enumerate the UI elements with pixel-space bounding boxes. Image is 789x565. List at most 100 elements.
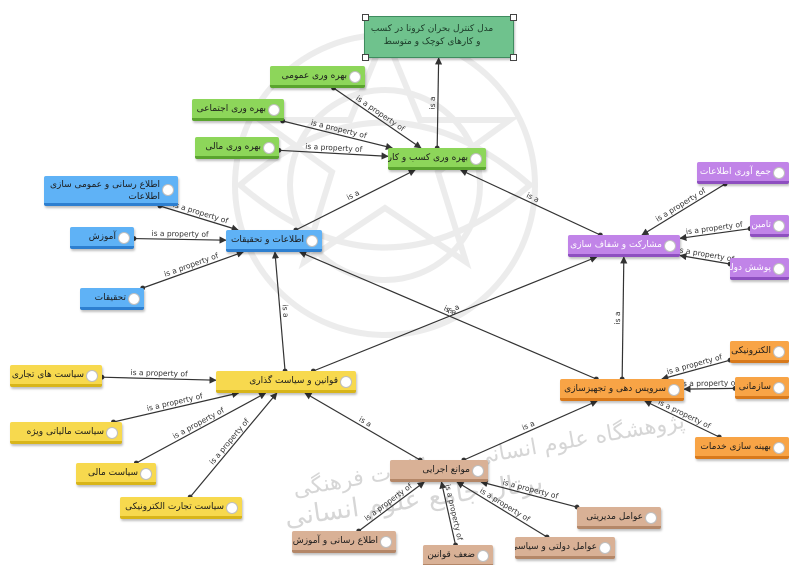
node-label: بهینه سازی خدمات [700,442,771,452]
node-business-productivity[interactable]: بهره وری کسب و کار [388,148,486,170]
edge-serv-info[interactable] [299,251,599,382]
node-fiscal-policy[interactable]: سیاست مالی [76,463,156,485]
resize-handle-icon[interactable] [510,54,517,61]
edge-bp3-bp[interactable] [276,147,389,160]
node-weak-laws[interactable]: ضعف قوانین [423,545,493,565]
node-label: اطلاعات و تحقیقات [230,235,304,245]
edge-pol1-policy[interactable] [99,374,217,384]
circle-icon [599,542,611,554]
edge-info1-info[interactable] [157,203,239,232]
circle-icon [340,376,352,388]
edge-serv1-serv[interactable] [661,357,733,381]
node-awareness-training[interactable]: اطلاع رسانی و آموزش [292,531,396,553]
resize-handle-icon[interactable] [362,14,369,21]
node-label: مشارکت و شفاف سازی [570,240,662,250]
circle-icon [645,512,657,524]
edge-part-bp[interactable] [459,169,603,238]
node-general-productivity[interactable]: بهره وری عمومی [270,66,365,88]
circle-icon [773,442,785,454]
node-label: موانع اجرایی [422,465,470,475]
node-government-political-factors[interactable]: عوامل دولتی و سیاسی [515,537,615,559]
edge-serv2-serv[interactable] [683,385,738,393]
node-special-tax-policy[interactable]: سیاست مالیاتی ویژه [10,422,122,444]
edge-label: is a property of [681,378,739,388]
circle-icon [664,240,676,252]
edge-part1-part[interactable] [641,181,728,236]
node-education[interactable]: آموزش [70,227,134,249]
node-implementation-obstacles[interactable]: موانع اجرایی [390,460,488,482]
node-label: اطلاع رسانی و عمومی سازی اطلاعات [49,180,160,202]
node-organizational[interactable]: سازمانی [735,377,789,399]
circle-icon [268,104,280,116]
node-financial-productivity[interactable]: بهره وری مالی [195,137,279,159]
node-social-productivity[interactable]: بهره وری اجتماعی [192,99,284,121]
edge-label: is a property of [363,481,414,523]
edge-policy-info[interactable] [271,251,288,374]
edge-label: is a [613,311,622,324]
node-service-equipping[interactable]: سرویس دهی و تجهیزسازی [560,379,684,401]
circle-icon [773,167,785,179]
circle-icon [128,293,140,305]
node-participation-transparency[interactable]: مشارکت و شفاف سازی [568,235,680,257]
edge-label: is a property of [151,229,209,239]
node-trade-policy[interactable]: سیاست های تجاری [10,365,102,387]
edge-label: is a property of [130,368,188,378]
node-information-research[interactable]: اطلاعات و تحقیقات [226,230,322,252]
circle-icon [773,382,785,394]
edge-label: is a property of [443,483,464,541]
node-supply[interactable]: تامین [750,215,789,237]
circle-icon [773,220,785,232]
circle-icon [773,346,785,358]
node-ecommerce-policy[interactable]: سیاست تجارت الکترونیکی [120,497,242,519]
edge-label: is a property of [654,186,708,224]
node-root[interactable]: مدل کنترل بحران کرونا در کسب و کارهای کو… [364,16,514,58]
node-label: ضعف قوانین [427,550,475,560]
node-electronic[interactable]: الکترونیکی [730,341,789,363]
edge-obs2-obst[interactable] [456,481,550,540]
edge-obs4-obst[interactable] [356,481,425,534]
node-service-optimization[interactable]: بهینه سازی خدمات [695,437,789,459]
edge-part3-part[interactable] [679,253,733,267]
circle-icon [349,71,361,83]
edge-info2-info[interactable] [131,236,227,244]
edge-bp2-bp[interactable] [280,118,394,150]
circle-icon [118,232,130,244]
node-research[interactable]: تحقیقات [80,288,144,310]
edge-label: is a property of [657,398,713,431]
edge-obst-serv[interactable] [461,400,598,463]
circle-icon [162,184,174,196]
node-label: بهره وری کسب و کار [388,153,468,163]
circle-icon [668,384,680,396]
node-government-coverage[interactable]: پوشش دولتی [730,258,789,280]
circle-icon [380,536,392,548]
edge-label: is a [525,191,541,205]
node-label: سیاست مالیاتی ویژه [26,427,104,437]
node-managerial-factors[interactable]: عوامل مدیریتی [577,507,661,529]
edge-bp1-bp[interactable] [331,85,422,149]
edge-pol4-policy[interactable] [187,392,278,500]
node-information-dissemination[interactable]: اطلاع رسانی و عمومی سازی اطلاعات [44,176,178,206]
resize-handle-icon[interactable] [362,54,369,61]
resize-handle-icon[interactable] [510,14,517,21]
edge-info3-info[interactable] [140,250,244,291]
edge-label: is a property of [163,251,220,279]
edge-serv3-serv[interactable] [644,400,722,440]
node-law-policy[interactable]: قوانین و سیاست گذاری [216,371,356,393]
node-label: آموزش [88,232,116,242]
edge-obst-policy[interactable] [304,392,423,463]
node-label: قوانین و سیاست گذاری [249,376,338,386]
edge-label: is a property of [208,416,252,466]
edge-serv-part[interactable] [619,256,628,382]
edge-label: is a property of [305,142,363,154]
edge-info-bp[interactable] [293,169,416,233]
node-label: تامین [751,220,771,230]
edge-bp-root[interactable] [434,57,443,151]
node-data-collection[interactable]: جمع آوری اطلاعات [697,162,789,184]
node-label: بهره وری مالی [205,142,261,152]
edge-obs3-obst[interactable] [439,481,458,548]
edge-label: is a property of [310,118,368,140]
edge-part2-part[interactable] [679,226,753,241]
node-label: پوشش دولتی [730,263,771,273]
